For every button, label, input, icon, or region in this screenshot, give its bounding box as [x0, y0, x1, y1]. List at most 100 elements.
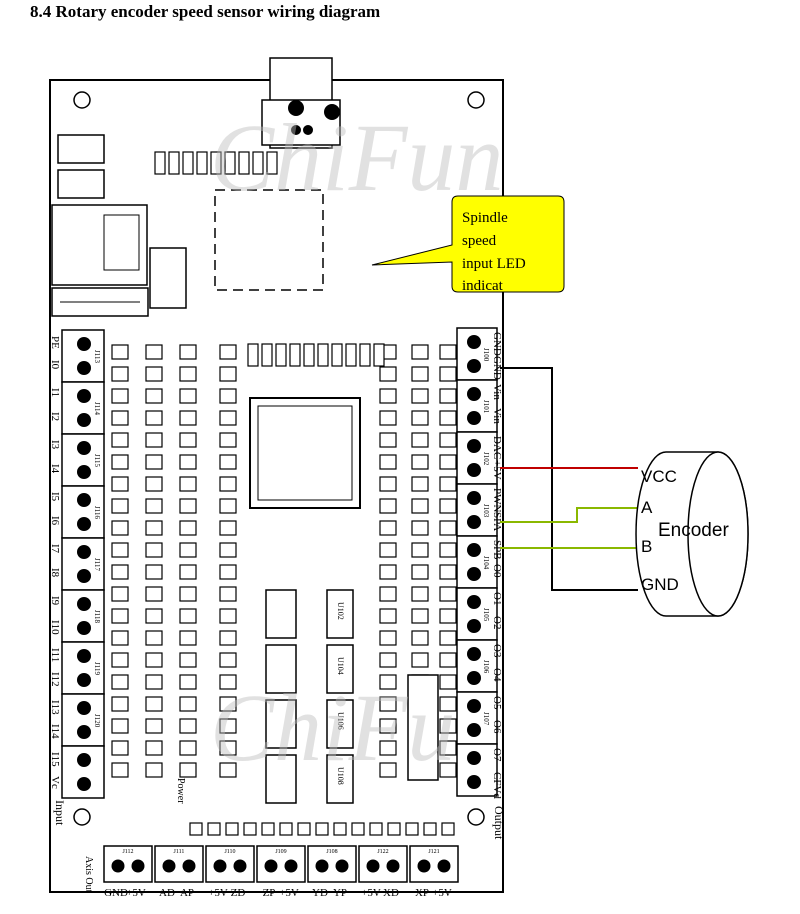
header-pin — [369, 822, 383, 836]
right-pin-label: CFVd — [491, 772, 503, 799]
resistor — [179, 762, 197, 778]
watermark-bottom: ChiFun — [210, 674, 503, 781]
bottom-terminal-id: J122 — [377, 849, 388, 855]
header-pin — [261, 343, 273, 367]
encoder-pin-vcc: VCC — [641, 467, 677, 486]
left-pin-label: I7 — [49, 544, 61, 554]
header-pin — [387, 822, 401, 836]
resistor — [439, 366, 457, 382]
left-pin-label: I2 — [49, 412, 61, 421]
resistor — [219, 564, 237, 580]
resistor — [145, 476, 163, 492]
callout-line-1: Spindle — [462, 210, 508, 226]
header-pin — [275, 343, 287, 367]
resistor — [379, 432, 397, 448]
resistor — [111, 630, 129, 646]
resistor — [439, 564, 457, 580]
terminal-screw — [77, 517, 91, 531]
header-pin — [317, 343, 329, 367]
left-terminal-id: J113 — [93, 350, 101, 363]
bottom-pin-label: AD — [159, 887, 175, 899]
resistor — [145, 564, 163, 580]
output-label: Output — [492, 806, 506, 840]
terminal-screw — [467, 595, 481, 609]
resistor — [111, 718, 129, 734]
resistor — [145, 608, 163, 624]
bottom-terminal-id: J121 — [428, 849, 439, 855]
resistor — [111, 652, 129, 668]
resistor — [411, 608, 429, 624]
terminal-screw — [467, 543, 481, 557]
mount-hole — [467, 91, 485, 109]
bottom-pin-label: AP — [180, 887, 194, 899]
resistor — [411, 366, 429, 382]
right-pin-label: O1 — [491, 592, 503, 605]
encoder-pin-gnd: GND — [641, 575, 679, 594]
resistor — [111, 674, 129, 690]
resistor — [145, 740, 163, 756]
resistor — [219, 762, 237, 778]
terminal-screw — [467, 515, 481, 529]
resistor — [145, 432, 163, 448]
right-pin-label: Vin — [491, 408, 503, 424]
resistor — [219, 432, 237, 448]
jumper-header — [57, 134, 105, 164]
resistor — [179, 520, 197, 536]
header-pin — [252, 151, 264, 175]
resistor — [145, 388, 163, 404]
resistor — [179, 410, 197, 426]
resistor — [411, 410, 429, 426]
terminal-screw — [77, 569, 91, 583]
ic-label: U104 — [336, 657, 345, 675]
left-terminal-id: J116 — [93, 506, 101, 519]
header-pin — [441, 822, 455, 836]
resistor — [111, 454, 129, 470]
resistor — [411, 432, 429, 448]
right-pin-label: SPA — [491, 512, 503, 531]
encoder-label: Encoder — [658, 520, 729, 541]
resistor — [379, 564, 397, 580]
terminal-screw — [467, 567, 481, 581]
terminal-screw — [182, 859, 196, 873]
resistor — [179, 344, 197, 360]
bottom-terminal-id: J110 — [224, 849, 235, 855]
resistor — [219, 696, 237, 712]
resistor — [439, 410, 457, 426]
terminal-screw — [467, 751, 481, 765]
right-pin-label: SPB — [491, 540, 503, 560]
watermark-top: ChiFun — [210, 104, 503, 211]
resistor — [439, 542, 457, 558]
right-pin-label: GND — [491, 332, 503, 356]
resistor — [439, 520, 457, 536]
resistor — [379, 674, 397, 690]
resistor — [111, 762, 129, 778]
right-pin-label: O2 — [491, 616, 503, 629]
resistor — [439, 454, 457, 470]
resistor — [111, 740, 129, 756]
resistor — [179, 388, 197, 404]
left-pin-label: I15 — [49, 752, 61, 767]
left-pin-label: I14 — [49, 724, 61, 739]
ic-left — [265, 589, 297, 639]
bottom-pin-label: +5V — [208, 887, 228, 899]
header-pin — [224, 151, 236, 175]
resistor — [439, 586, 457, 602]
left-terminal-id: J119 — [93, 662, 101, 675]
ic-label: U102 — [336, 602, 345, 620]
terminal-screw — [467, 619, 481, 633]
header-pin — [351, 822, 365, 836]
header-pin — [207, 822, 221, 836]
right-pin-label: Vin — [491, 384, 503, 400]
resistor — [145, 586, 163, 602]
left-pin-label: I13 — [49, 700, 61, 715]
resistor — [379, 608, 397, 624]
terminal-screw — [77, 753, 91, 767]
resistor — [179, 498, 197, 514]
callout-bubble — [371, 195, 565, 293]
resistor — [111, 608, 129, 624]
terminal-screw — [467, 411, 481, 425]
resistor — [219, 410, 237, 426]
resistor — [379, 740, 397, 756]
pin-header — [149, 247, 187, 309]
resistor — [379, 630, 397, 646]
